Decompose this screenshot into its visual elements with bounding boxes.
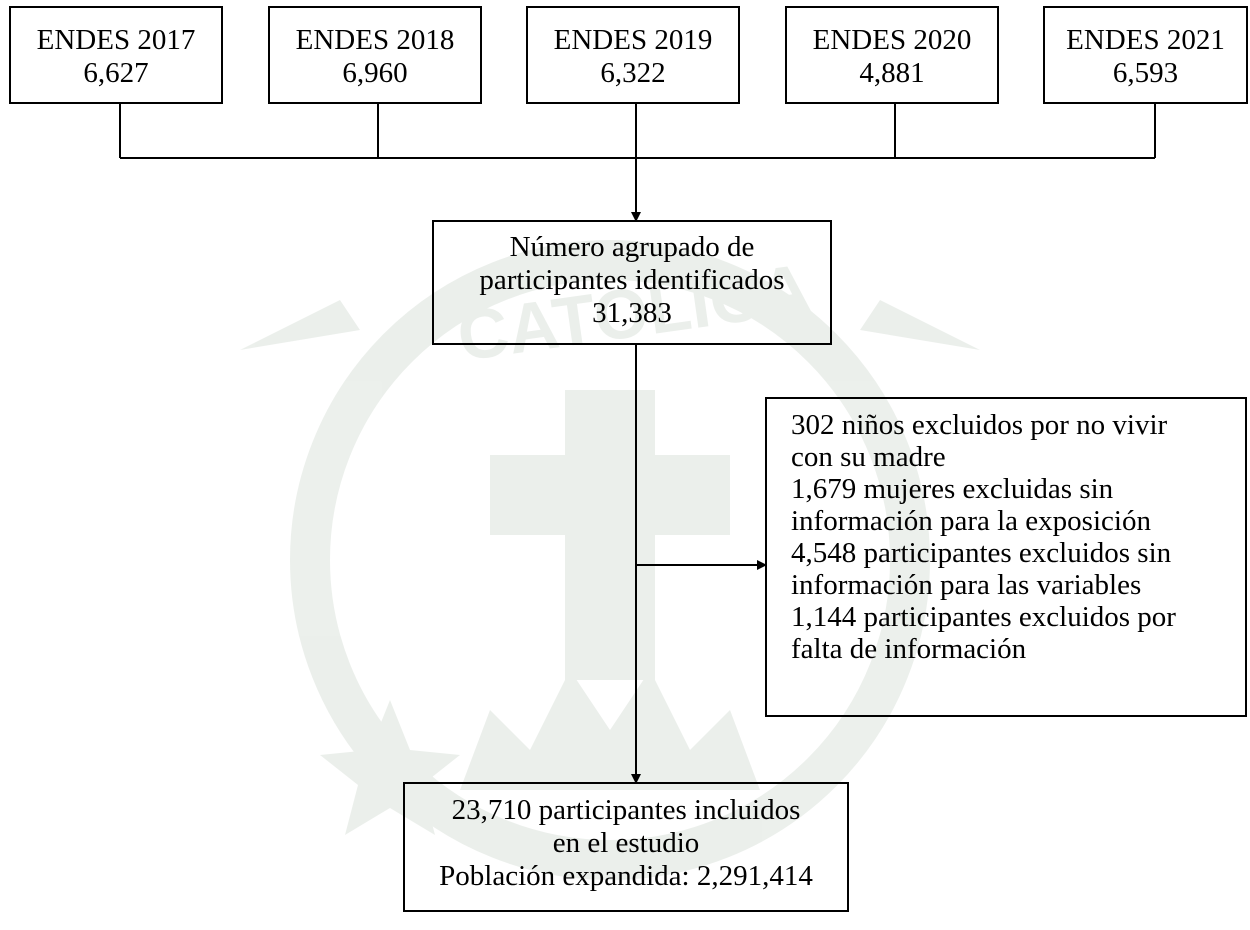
exclusion-line: 302 niños excluidos por no vivir [791, 409, 1168, 441]
exclusion-line: falta de información [791, 633, 1027, 665]
exclusions-box: 302 niños excluidos por no vivir con su … [765, 397, 1247, 717]
pooled-count: 31,383 [592, 297, 672, 329]
source-box-endes-2021: ENDES 2021 6,593 [1043, 6, 1248, 104]
source-count: 6,593 [1112, 57, 1179, 89]
source-count: 4,881 [859, 57, 925, 89]
source-count: 6,960 [342, 57, 408, 89]
source-label: ENDES 2018 [295, 24, 455, 56]
final-line-2: en el estudio [552, 827, 700, 859]
university-seal-watermark: CATOLICA [240, 240, 980, 880]
connector-lines [119, 104, 1156, 784]
source-label: ENDES 2020 [812, 24, 972, 56]
source-label: ENDES 2021 [1066, 24, 1225, 56]
source-box-endes-2018: ENDES 2018 6,960 [268, 6, 482, 104]
final-line-3: Población expandida: 2,291,414 [439, 860, 813, 892]
source-box-endes-2019: ENDES 2019 6,322 [526, 6, 740, 104]
final-line-1: 23,710 participantes incluidos [451, 794, 801, 826]
source-count: 6,627 [83, 57, 149, 89]
pooled-participants-box: Número agrupado de participantes identif… [432, 220, 832, 345]
source-label: ENDES 2017 [36, 24, 196, 56]
exclusion-line: 4,548 participantes excluidos sin [791, 537, 1172, 569]
pooled-line-2: participantes identificados [479, 264, 785, 296]
exclusion-line: 1,144 participantes excluidos por [791, 601, 1176, 633]
exclusion-line: información para la exposición [791, 505, 1151, 537]
source-count: 6,322 [600, 57, 666, 89]
source-box-endes-2017: ENDES 2017 6,627 [9, 6, 223, 104]
exclusion-line: 1,679 mujeres excluidas sin [791, 473, 1114, 505]
exclusion-line: con su madre [791, 441, 946, 473]
source-box-endes-2020: ENDES 2020 4,881 [785, 6, 999, 104]
source-label: ENDES 2019 [553, 24, 713, 56]
exclusion-line: información para las variables [791, 569, 1142, 601]
included-participants-box: 23,710 participantes incluidos en el est… [403, 782, 849, 912]
pooled-line-1: Número agrupado de [509, 231, 755, 263]
